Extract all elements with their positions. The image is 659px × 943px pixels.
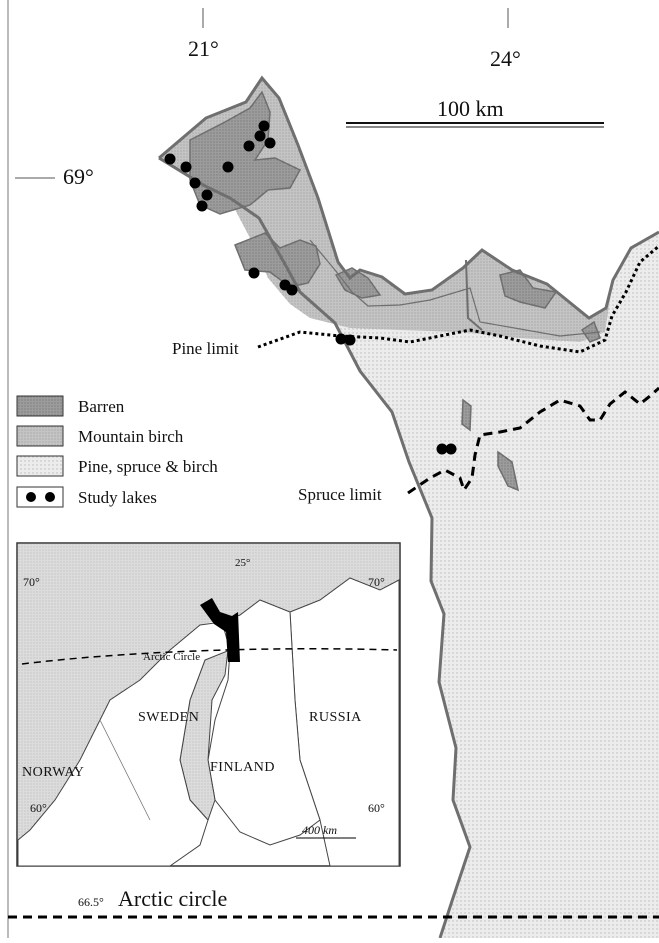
inset-arctic-circle (21, 648, 398, 665)
inset-sea (18, 544, 399, 840)
pine-limit-line (257, 244, 659, 354)
arctic-circle-label: Arctic circle (118, 886, 227, 911)
study-lake (243, 140, 255, 152)
study-lake (248, 267, 260, 279)
barren-patch-central (234, 232, 321, 288)
longitude-label-21: 21° (188, 36, 219, 61)
latitude-label-69: 69° (63, 164, 94, 189)
legend-swatch-forest (16, 455, 64, 477)
study-lake (164, 153, 176, 165)
study-lake (445, 443, 457, 455)
legend: Barren Mountain birch Pine, spruce & bir… (16, 395, 218, 508)
study-lake (286, 284, 298, 296)
legend-swatch-barren (16, 395, 64, 417)
study-lakes (164, 120, 457, 455)
legend-label-mountain-birch: Mountain birch (78, 427, 184, 446)
study-lake (201, 189, 213, 201)
arctic-circle-lat: 66.5° (78, 895, 104, 909)
spruce-limit-line (407, 386, 659, 495)
legend-label-barren: Barren (78, 397, 125, 416)
study-lake (196, 200, 208, 212)
pine-limit-label: Pine limit (172, 339, 239, 358)
border-west (158, 156, 472, 939)
study-lake (189, 177, 201, 189)
border-inner (465, 259, 483, 331)
inset-lat-top-left: 70° (23, 575, 40, 589)
inset-lat-top-right: 70° (368, 575, 385, 589)
legend-swatch-mountain-birch (16, 425, 64, 447)
study-lake (258, 120, 270, 132)
inset-label-sweden: SWEDEN (138, 710, 199, 725)
inset-map: Arctic Circle 25° 70° 70° 60° 60° SWEDEN… (16, 542, 401, 867)
inset-scale-label: 400 km (302, 823, 337, 837)
spruce-limit-label: Spruce limit (298, 485, 382, 504)
barren-patch-south-2 (497, 450, 520, 492)
study-lake (222, 161, 234, 173)
inset-lat-bottom-right: 60° (368, 801, 385, 815)
longitude-label-24: 24° (490, 46, 521, 71)
study-lake (335, 333, 347, 345)
inset-label-russia: RUSSIA (309, 710, 362, 725)
legend-label-study-lakes: Study lakes (78, 488, 157, 507)
barren-patch-south-1 (461, 398, 472, 432)
legend-dot-2 (45, 492, 55, 502)
study-lake (264, 137, 276, 149)
study-lake (254, 130, 266, 142)
legend-dot-1 (26, 492, 36, 502)
inset-study-region (200, 598, 240, 662)
inset-arctic-label: Arctic Circle (143, 651, 200, 663)
border-north (158, 75, 659, 320)
scale-bar-label: 100 km (437, 96, 504, 121)
study-lake (180, 161, 192, 173)
legend-label-forest: Pine, spruce & birch (78, 457, 218, 476)
barren-patch-north (189, 90, 302, 215)
inset-lon-label: 25° (235, 557, 250, 569)
zone-boundary (309, 239, 601, 337)
inset-border-se-no (99, 719, 151, 821)
study-lake (436, 443, 448, 455)
inset-label-finland: FINLAND (210, 760, 275, 775)
inset-lat-bottom-left: 60° (30, 801, 47, 815)
inset-label-norway: NORWAY (22, 765, 84, 780)
barren-patch-east-3 (580, 320, 601, 343)
legend-swatch-study-lakes (16, 486, 64, 508)
